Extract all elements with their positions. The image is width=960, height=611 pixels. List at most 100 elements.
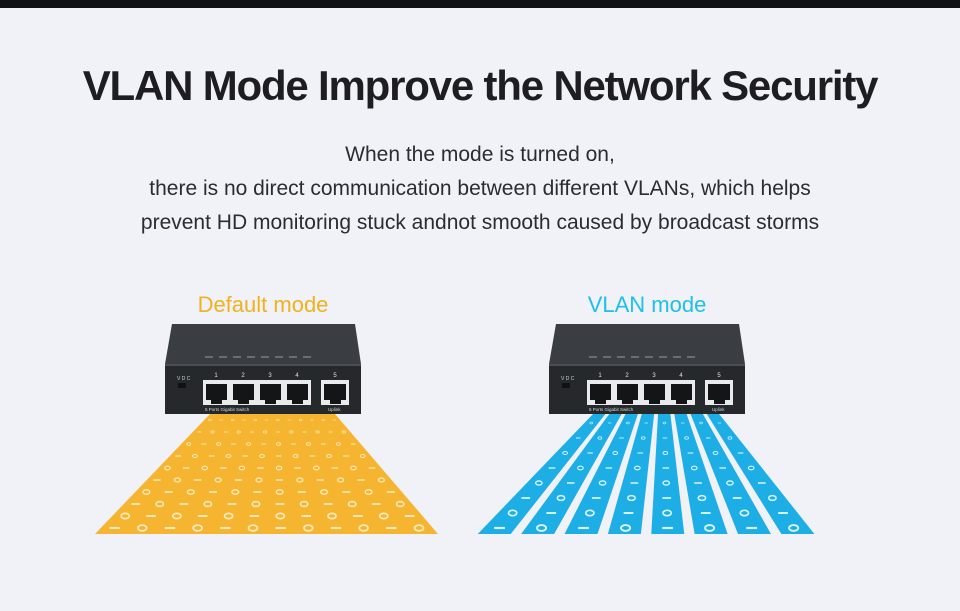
binary-one	[343, 455, 349, 457]
binary-one	[316, 479, 324, 481]
binary-one	[287, 419, 291, 421]
binary-zero	[192, 453, 198, 459]
binary-zero	[534, 480, 543, 486]
binary-one	[220, 467, 227, 469]
binary-one	[719, 467, 727, 469]
binary-zero	[662, 509, 673, 517]
vlan-data-lane	[564, 414, 638, 534]
binary-zero	[321, 418, 325, 422]
binary-one	[227, 503, 237, 505]
switch-led	[261, 356, 269, 358]
binary-one	[687, 452, 694, 454]
description: When the mode is turned on, there is no …	[0, 138, 960, 240]
binary-one	[700, 512, 711, 514]
binary-zero	[299, 500, 309, 508]
binary-zero	[739, 509, 750, 517]
uplink-label: Uplink	[712, 407, 725, 412]
vlan-data-lane	[521, 414, 622, 534]
binary-zero	[251, 500, 261, 508]
switch-led	[659, 356, 667, 358]
binary-one	[330, 526, 342, 530]
binary-one	[297, 491, 306, 493]
binary-zero	[577, 465, 584, 471]
binary-one	[208, 455, 215, 457]
binary-zero	[562, 450, 568, 456]
binary-zero	[536, 524, 548, 532]
binary-zero	[262, 430, 268, 434]
binary-one	[717, 422, 722, 424]
binary-zero	[302, 524, 314, 532]
binary-zero	[699, 421, 703, 425]
model-label: 5 Ports Gigabit Switch	[589, 407, 634, 412]
binary-zero	[377, 477, 386, 483]
binary-zero	[225, 453, 232, 459]
binary-zero	[305, 442, 311, 446]
binary-one	[302, 431, 307, 433]
binary-zero	[120, 512, 131, 520]
switch-led	[673, 356, 681, 358]
binary-zero	[627, 494, 636, 502]
vlan-data-lane	[607, 414, 655, 534]
binary-one	[197, 515, 208, 517]
binary-one	[662, 497, 672, 499]
port-number: 1	[214, 373, 218, 379]
switch-led	[617, 356, 625, 358]
binary-one	[681, 422, 685, 424]
ethernet-port-tab	[595, 400, 606, 404]
switch-led	[589, 356, 597, 358]
binary-one	[732, 497, 742, 499]
binary-zero	[378, 512, 389, 520]
binary-zero	[216, 442, 222, 446]
power-label: V D C	[177, 376, 191, 382]
binary-one	[291, 443, 296, 445]
port-number: 2	[241, 373, 245, 379]
binary-zero	[620, 524, 632, 532]
binary-one	[153, 479, 161, 481]
binary-one	[275, 526, 286, 530]
binary-one	[605, 467, 613, 469]
switch-led	[205, 356, 213, 358]
binary-zero	[214, 477, 222, 483]
binary-zero	[210, 430, 215, 434]
binary-zero	[298, 418, 303, 422]
port-number: 5	[333, 373, 337, 379]
switch-edge	[165, 364, 361, 366]
binary-zero	[192, 524, 203, 532]
binary-zero	[347, 500, 357, 508]
binary-one	[521, 497, 531, 499]
binary-zero	[276, 418, 280, 422]
binary-one	[209, 491, 218, 493]
description-line-1: When the mode is turned on,	[345, 143, 615, 166]
ethernet-port-tab	[622, 400, 633, 404]
binary-one	[644, 422, 648, 424]
ethernet-port-tab	[211, 400, 222, 404]
binary-zero	[612, 450, 619, 456]
vlan-data-lane	[674, 414, 728, 534]
binary-zero	[326, 453, 332, 459]
binary-zero	[704, 524, 716, 532]
binary-zero	[556, 494, 566, 502]
binary-zero	[203, 500, 213, 508]
binary-zero	[589, 421, 594, 425]
binary-zero	[662, 450, 669, 456]
vlan-data-lane	[690, 414, 771, 534]
port-number: 1	[598, 373, 602, 379]
switch-led	[219, 356, 227, 358]
binary-zero	[413, 524, 425, 532]
switch-edge	[549, 364, 745, 366]
binary-one	[131, 503, 141, 505]
binary-one	[182, 467, 190, 469]
binary-zero	[171, 512, 182, 520]
binary-zero	[690, 465, 698, 471]
binary-zero	[255, 477, 263, 483]
switch-led	[603, 356, 611, 358]
port-number: 3	[268, 373, 272, 379]
port-number: 5	[717, 373, 721, 379]
uplink-port	[324, 384, 346, 400]
model-label: 5 Ports Gigabit Switch	[205, 407, 250, 412]
binary-one	[778, 512, 788, 514]
binary-one	[607, 422, 612, 424]
